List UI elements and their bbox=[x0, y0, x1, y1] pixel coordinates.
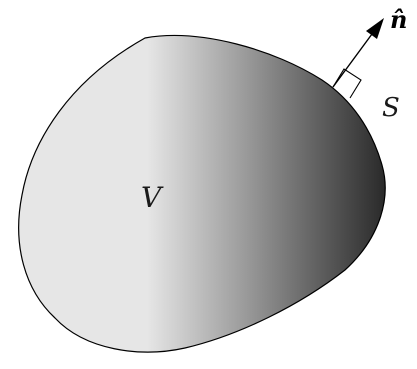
normal-vector-arrowhead bbox=[366, 18, 384, 39]
volume-region bbox=[18, 35, 386, 353]
volume-label: V bbox=[141, 181, 164, 214]
surface-label: S bbox=[382, 93, 400, 123]
normal-vector-shaft bbox=[332, 33, 373, 88]
normal-label: n̂ bbox=[390, 5, 407, 34]
right-angle-marker bbox=[332, 68, 362, 99]
